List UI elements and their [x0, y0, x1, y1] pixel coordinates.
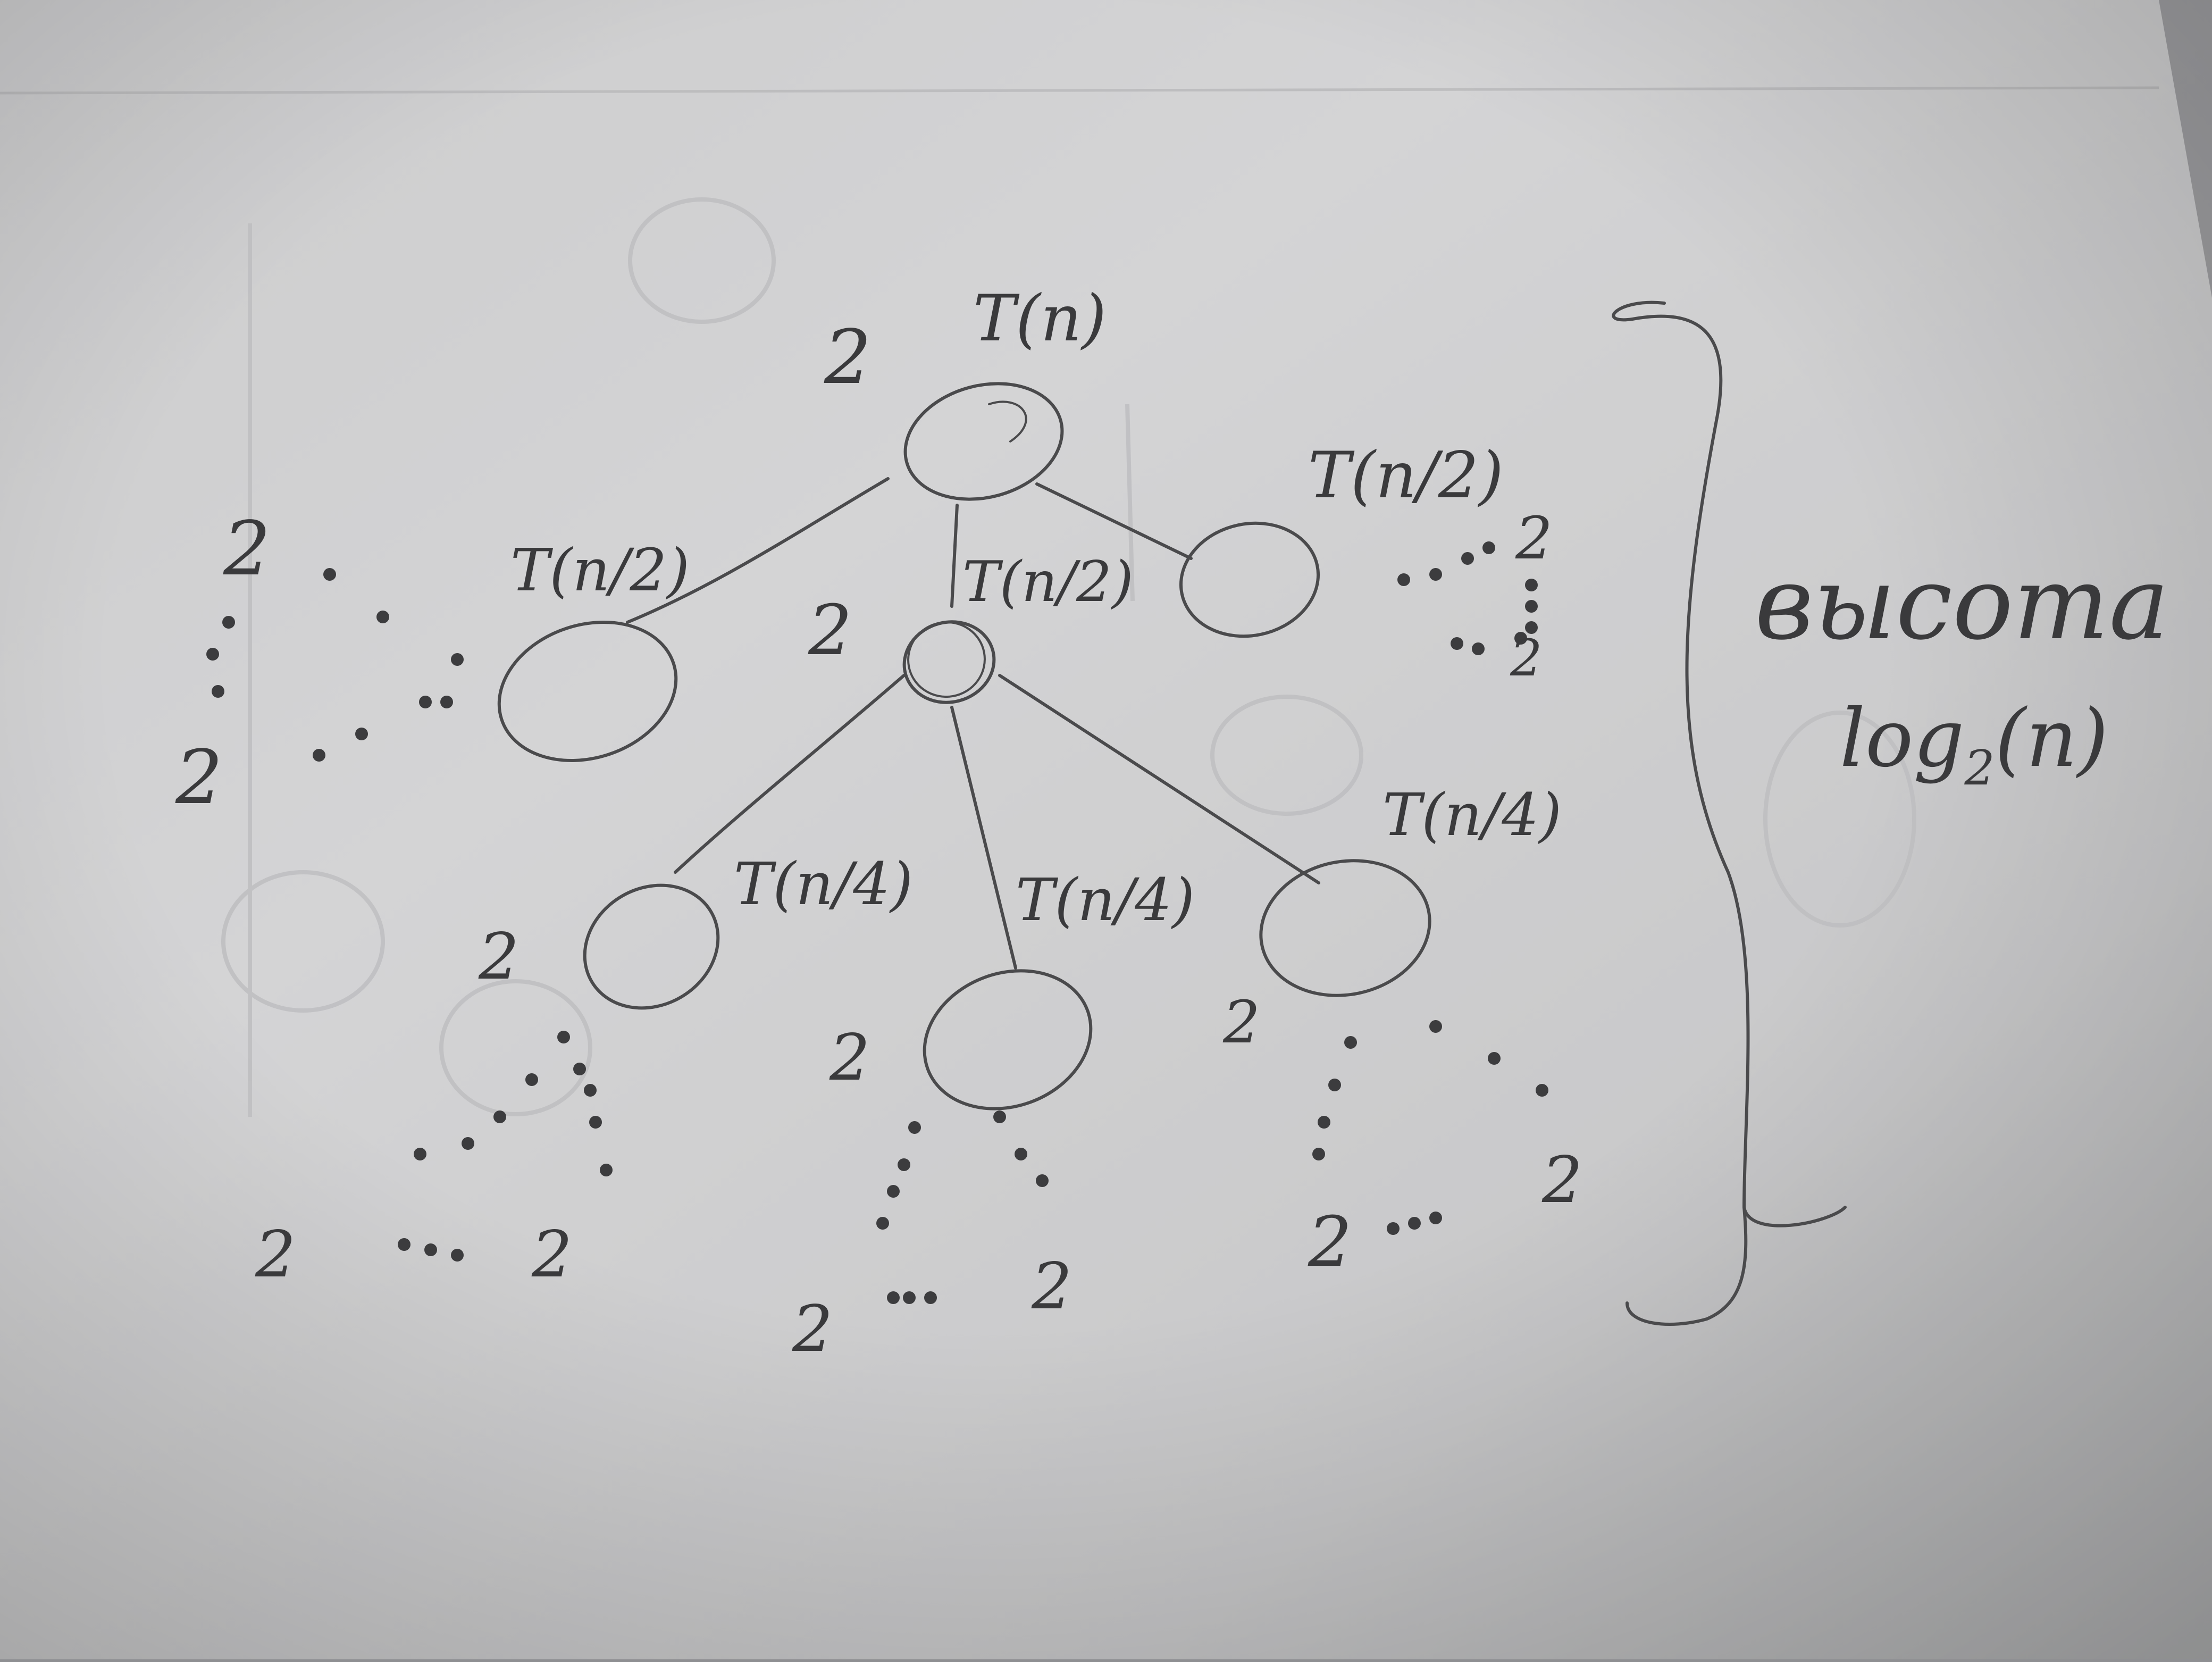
ellipsis-dot — [414, 1148, 426, 1160]
edge-root-left — [626, 477, 890, 624]
ellipsis-dot — [908, 1121, 921, 1134]
ellipsis-dot — [419, 696, 432, 708]
ellipsis-dot — [993, 1110, 1006, 1123]
ellipsis-dot — [600, 1164, 613, 1176]
node-level2-right — [1259, 859, 1431, 997]
ellipsis-dot — [557, 1031, 570, 1043]
leaf-right-last: 2 — [1541, 1143, 1582, 1217]
edge-root-right — [1035, 482, 1193, 560]
level2-middle-cost: 2 — [829, 1021, 870, 1095]
root-cost: 2 — [824, 314, 872, 401]
bleed-through-marks — [221, 197, 1916, 1117]
ellipsis-dot — [424, 1243, 437, 1256]
edge-mid-right — [998, 674, 1320, 884]
ellipsis-dot — [876, 1217, 889, 1230]
ellipsis-dot — [589, 1116, 602, 1129]
ellipsis-dot — [903, 1291, 916, 1304]
tree-drawing: 2 T(n) 2 T(n/2) 2 T(n/2) T(n/2) 2 2 2 2 … — [175, 282, 2169, 1366]
node-level1-right — [1179, 521, 1320, 638]
level2-right-label: T(n/4) — [1382, 781, 1562, 849]
edge-mid-left — [674, 674, 906, 874]
ellipsis-dot — [440, 696, 453, 708]
root-label: T(n) — [973, 282, 1107, 356]
height-formula-sub: 2 — [1964, 740, 1995, 796]
ellipsis-dot — [206, 648, 219, 661]
ellipsis-dot — [1015, 1148, 1027, 1160]
ellipsis-dot — [1514, 632, 1527, 645]
left-branch-cost: 2 — [223, 506, 271, 592]
ellipsis-dot — [212, 685, 224, 698]
node-level2-left — [583, 883, 720, 1010]
ellipsis-dot — [1482, 541, 1495, 554]
ellipsis-dot — [1429, 1212, 1442, 1224]
ellipsis-dot — [1525, 600, 1538, 613]
ellipsis-dot — [1387, 1222, 1400, 1235]
height-word: высота — [1755, 545, 2169, 662]
ellipsis-dot — [398, 1238, 410, 1251]
leaf-left-last: 2 — [531, 1218, 572, 1292]
leaf-left-first: 2 — [255, 1218, 296, 1292]
ellipsis-dot — [451, 653, 464, 666]
ellipsis-dot — [1525, 621, 1538, 634]
ellipsis-dot — [1036, 1174, 1049, 1187]
level1-middle-label: T(n/2) — [962, 549, 1134, 614]
level2-right-cost: 2 — [1222, 988, 1260, 1056]
ellipsis-dot — [323, 568, 336, 581]
ellipsis-dot — [1488, 1052, 1501, 1065]
ellipsis-dot — [1536, 1084, 1548, 1097]
level2-left-cost: 2 — [478, 920, 519, 994]
ellipsis-dot — [1429, 568, 1442, 581]
ellipsis-dot — [1328, 1079, 1341, 1091]
ellipsis-dot — [584, 1084, 597, 1097]
ellipsis-dot — [451, 1249, 464, 1262]
ellipsis-dot — [376, 611, 389, 623]
ellipsis-dot — [1344, 1036, 1357, 1049]
height-formula: log2(n) — [1840, 692, 2108, 796]
node-level1-left — [497, 621, 678, 762]
level2-middle-label: T(n/4) — [1016, 866, 1195, 934]
ellipsis-dot — [924, 1291, 937, 1304]
level1-middle-cost: 2 — [808, 590, 852, 671]
node-root — [903, 382, 1064, 501]
ellipsis-dot — [1472, 642, 1485, 655]
node-level2-middle — [923, 969, 1093, 1110]
ellipsis-dot — [898, 1158, 910, 1171]
level1-left-label: T(n/2) — [510, 536, 690, 604]
leaf-right-first: 2 — [1308, 1201, 1352, 1282]
ellipsis-dot — [1525, 579, 1538, 591]
ellipsis-dots — [206, 541, 1548, 1304]
ellipsis-dot — [462, 1137, 474, 1150]
right-branch-top: 2 — [1515, 504, 1553, 572]
height-formula-base: log — [1840, 692, 1964, 785]
ellipsis-dot — [1451, 637, 1463, 650]
leaf-middle-first: 2 — [792, 1292, 833, 1366]
ellipsis-dot — [313, 749, 325, 762]
ellipsis-dot — [355, 728, 368, 740]
level1-right-label: T(n/2) — [1308, 439, 1504, 513]
edge-mid-middle — [950, 706, 1017, 970]
height-brace — [1612, 300, 1847, 1326]
ellipsis-dot — [222, 616, 235, 629]
ellipsis-dot — [1312, 1148, 1325, 1160]
edge-root-middle — [950, 504, 959, 608]
ellipsis-dot — [1429, 1020, 1442, 1033]
ellipsis-dot — [525, 1073, 538, 1086]
right-branch-bottom: 2 — [1510, 629, 1542, 688]
ellipsis-dot — [887, 1291, 900, 1304]
pencil-strokes — [497, 300, 1847, 1326]
left-branch-bottom: 2 — [175, 734, 223, 821]
ellipsis-dot — [1461, 552, 1474, 565]
ellipsis-dot — [1408, 1217, 1421, 1230]
level2-left-label: T(n/4) — [734, 850, 913, 918]
ellipsis-dot — [1397, 573, 1410, 586]
ellipsis-dot — [1318, 1116, 1330, 1129]
ellipsis-dot — [573, 1063, 586, 1075]
leaf-middle-last: 2 — [1031, 1250, 1072, 1324]
height-formula-arg: (n) — [1995, 692, 2109, 785]
ellipsis-dot — [887, 1185, 900, 1198]
ellipsis-dot — [493, 1110, 506, 1123]
